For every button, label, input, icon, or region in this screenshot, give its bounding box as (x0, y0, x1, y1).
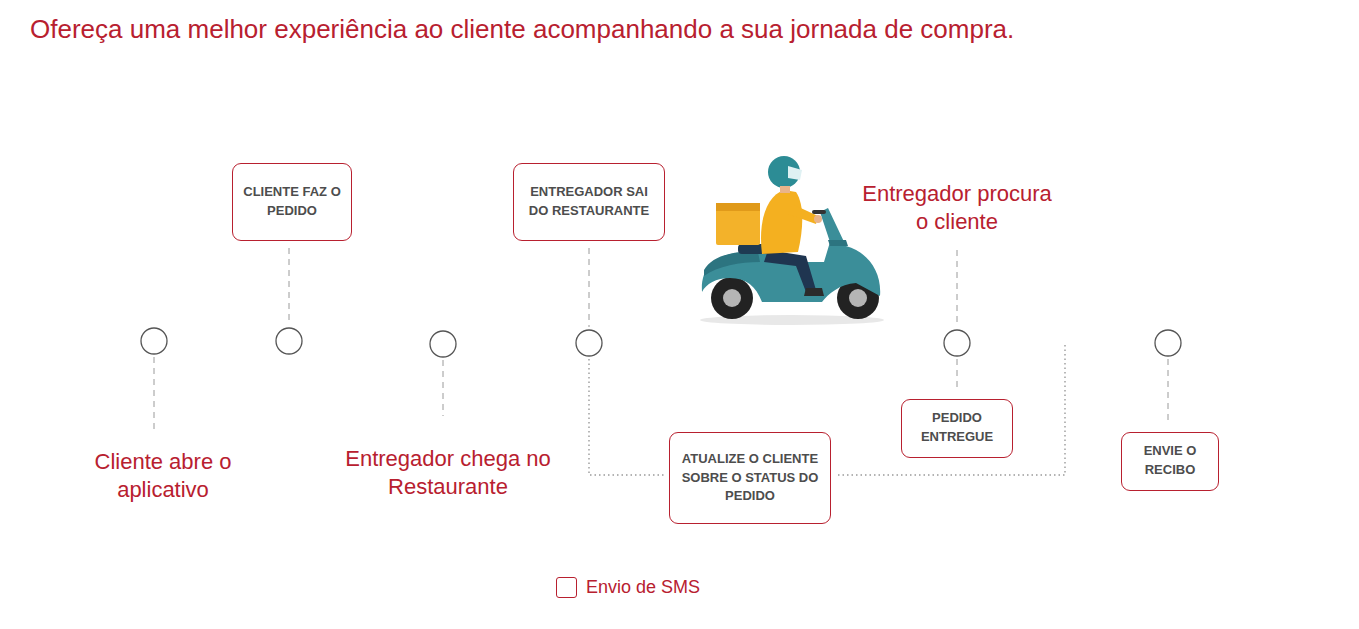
timeline-dots (141, 328, 1181, 357)
step-text: ENVIE O RECIBO (1131, 442, 1209, 480)
step-text: CLIENTE FAZ O PEDIDO (242, 183, 342, 221)
step-text: ENTREGADOR SAI DO RESTAURANTE (523, 183, 655, 221)
step-caption: Cliente abre o aplicativo (93, 448, 233, 503)
step-box: PEDIDO ENTREGUE (901, 399, 1013, 458)
step-box: CLIENTE FAZ O PEDIDO (232, 163, 352, 241)
step-box: ATUALIZE O CLIENTE SOBRE O STATUS DO PED… (669, 432, 831, 524)
step-caption: Entregador procura o cliente (855, 180, 1060, 235)
page-title: Ofereça uma melhor experiência ao client… (30, 14, 1014, 45)
scooter-illustration (700, 156, 884, 325)
step-text: PEDIDO ENTREGUE (911, 409, 1003, 447)
legend-swatch (556, 577, 577, 598)
step-caption: Entregador chega no Restaurante (334, 445, 562, 500)
step-box: ENTREGADOR SAI DO RESTAURANTE (513, 163, 665, 241)
leader-lines (154, 248, 1168, 432)
step-text: ATUALIZE O CLIENTE SOBRE O STATUS DO PED… (679, 450, 821, 507)
legend-text: Envio de SMS (586, 577, 700, 598)
step-box: ENVIE O RECIBO (1121, 432, 1219, 491)
